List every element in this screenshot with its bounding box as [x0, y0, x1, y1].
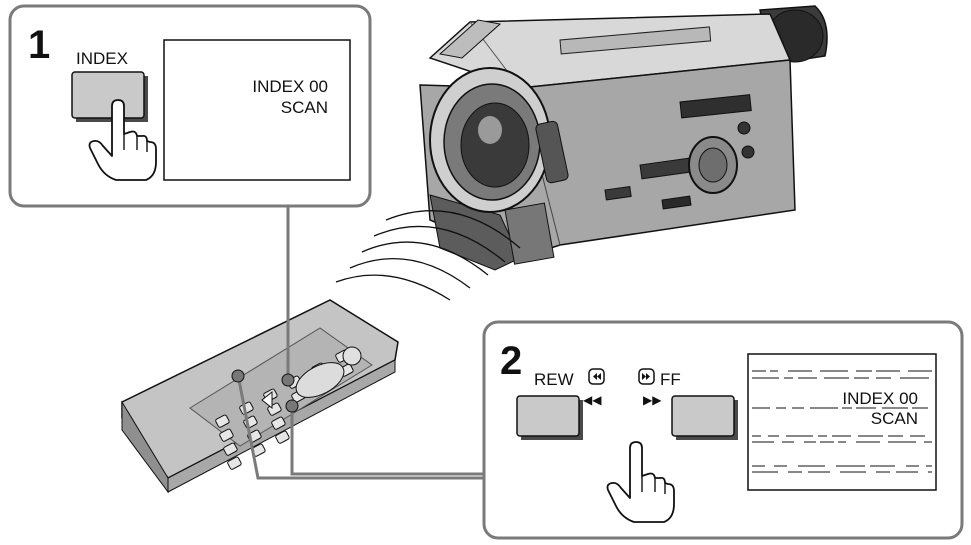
ff-button[interactable] — [671, 395, 735, 437]
rew-button[interactable] — [516, 395, 580, 437]
pointing-hand-icon — [88, 99, 157, 181]
remote-key — [275, 430, 290, 444]
remote-key — [223, 442, 238, 456]
rew-symbol: ◀◀ — [583, 393, 602, 407]
remote-highlight-buttons — [231, 369, 299, 413]
rewind-icon — [588, 368, 605, 385]
scan-noise-lines — [752, 370, 932, 473]
rew-label: REW — [534, 370, 574, 389]
step-1-screen-line-1: INDEX 00 — [252, 77, 328, 96]
pointing-hand-icon — [606, 441, 675, 523]
remote-control-icon — [121, 299, 399, 494]
step-1-screen — [163, 39, 351, 181]
ff-label: FF — [660, 370, 681, 389]
index-button-label: INDEX — [76, 49, 128, 68]
step-2-panel: 2 REW ◀◀ FF ▶▶ INDEX 00 SCAN — [482, 320, 964, 540]
step-1-panel: 1 INDEX INDEX 00 SCAN — [8, 4, 372, 208]
step-2-screen-line-2: SCAN — [871, 409, 918, 428]
remote-key — [219, 428, 234, 442]
step-1-screen-line-2: SCAN — [281, 98, 328, 117]
ff-symbol: ▶▶ — [643, 393, 662, 407]
remote-key — [271, 416, 286, 430]
camcorder-icon — [419, 5, 828, 271]
infrared-signal-arcs — [335, 210, 521, 301]
step-1-number: 1 — [28, 23, 50, 67]
step-2-screen-line-1: INDEX 00 — [842, 389, 918, 408]
remote-key — [227, 456, 242, 470]
step-2-screen — [747, 353, 937, 491]
remote-key — [215, 414, 230, 428]
index-button[interactable] — [71, 71, 145, 119]
step-2-number: 2 — [500, 339, 522, 383]
connector-lines — [236, 205, 484, 480]
fast-forward-icon — [638, 368, 655, 385]
